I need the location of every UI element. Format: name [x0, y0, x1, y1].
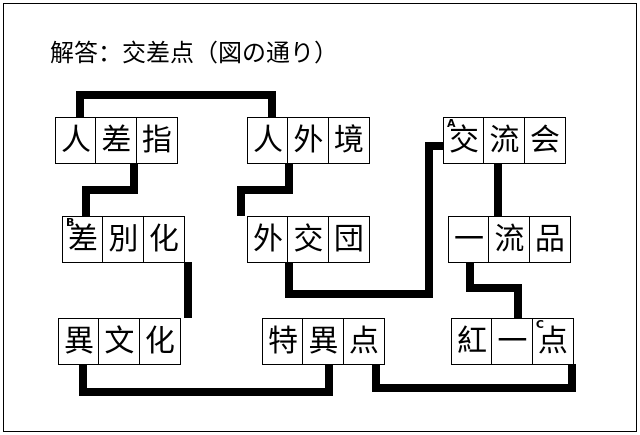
cell-superscript: C — [535, 318, 544, 331]
link-ryuu-ryuu-vertical — [494, 164, 502, 220]
cell-char: 品 — [534, 221, 565, 257]
cell-kouryuukai-3[interactable]: 会 — [523, 117, 566, 164]
cell-gaikoudan-1[interactable]: 外 — [247, 216, 289, 263]
cell-hitosashiyubi-3[interactable]: 指 — [135, 117, 178, 164]
cell-char: 差 — [68, 221, 98, 257]
link-hito-hito-stub-right — [268, 91, 276, 118]
word-kouryuukai[interactable]: A 交 流 会 — [443, 117, 566, 164]
link-sa-sa-rail — [82, 186, 138, 194]
cell-tokuiten-2[interactable]: 異 — [302, 318, 345, 365]
cell-kouitten-1[interactable]: 紅 — [451, 318, 493, 365]
link-ichi-ichi-rail — [466, 284, 522, 292]
cell-char: 外 — [293, 122, 324, 158]
cell-ibunka-3[interactable]: 化 — [138, 318, 181, 365]
cell-char: 人 — [61, 122, 91, 158]
word-kouitten[interactable]: 紅 一 C 点 — [451, 318, 574, 365]
link-kou-kou-stub-right — [425, 142, 453, 150]
cell-char: 紅 — [457, 323, 487, 359]
cell-hitosashiyubi-1[interactable]: 人 — [55, 117, 97, 164]
cell-char: 点 — [348, 323, 379, 359]
cell-jingaikyou-2[interactable]: 外 — [287, 117, 330, 164]
cell-sabetsuka-1[interactable]: B 差 — [62, 216, 104, 263]
link-kou-kou-riser — [425, 142, 433, 298]
cell-superscript: A — [447, 117, 456, 130]
cell-jingaikyou-1[interactable]: 人 — [247, 117, 289, 164]
link-hito-hito-stub-left — [76, 91, 84, 118]
cell-char: 流 — [494, 221, 525, 257]
cell-gaikoudan-3[interactable]: 団 — [327, 216, 370, 263]
page-border — [3, 3, 637, 432]
link-gai-gai-stub-top — [285, 164, 293, 194]
cell-gaikoudan-2[interactable]: 交 — [287, 216, 330, 263]
link-i-i-stub-left — [79, 364, 87, 396]
word-jingaikyou[interactable]: 人 外 境 — [247, 117, 370, 164]
cell-tokuiten-1[interactable]: 特 — [262, 318, 304, 365]
link-gai-gai-rail — [237, 186, 293, 194]
cell-char: 文 — [104, 323, 135, 359]
cell-ichiryuuhin-1[interactable]: 一 — [448, 216, 490, 263]
cell-char: 指 — [141, 122, 172, 158]
cell-kouitten-2[interactable]: 一 — [491, 318, 534, 365]
cell-char: 異 — [308, 323, 339, 359]
cell-ibunka-2[interactable]: 文 — [98, 318, 141, 365]
link-i-i-rail — [79, 388, 333, 396]
cell-char: 化 — [144, 323, 175, 359]
cell-char: 交 — [449, 122, 479, 158]
cell-char: 差 — [101, 122, 132, 158]
cell-char: 化 — [148, 221, 179, 257]
link-ichi-ichi-stub-bot — [514, 284, 522, 318]
cell-kouryuukai-2[interactable]: 流 — [483, 117, 526, 164]
word-ichiryuuhin[interactable]: 一 流 品 — [448, 216, 571, 263]
word-gaikoudan[interactable]: 外 交 団 — [247, 216, 370, 263]
cell-ichiryuuhin-2[interactable]: 流 — [488, 216, 531, 263]
cell-sabetsuka-3[interactable]: 化 — [142, 216, 185, 263]
page-title: 解答：交差点（図の通り） — [50, 39, 338, 67]
word-hitosashiyubi[interactable]: 人 差 指 — [55, 117, 178, 164]
cell-kouryuukai-1[interactable]: A 交 — [443, 117, 485, 164]
word-sabetsuka[interactable]: B 差 別 化 — [62, 216, 185, 263]
link-i-i-stub-right — [325, 364, 333, 396]
cell-char: 異 — [64, 323, 94, 359]
cell-char: 点 — [537, 323, 568, 359]
cell-kouitten-3[interactable]: C 点 — [531, 318, 574, 365]
cell-char: 交 — [293, 221, 324, 257]
cell-sabetsuka-2[interactable]: 別 — [102, 216, 145, 263]
link-kou-kou-rail — [285, 290, 433, 298]
cell-char: 特 — [268, 323, 298, 359]
cell-char: 団 — [333, 221, 364, 257]
cell-char: 境 — [333, 122, 364, 158]
word-tokuiten[interactable]: 特 異 点 — [262, 318, 385, 365]
cell-char: 外 — [253, 221, 283, 257]
cell-char: 流 — [489, 122, 520, 158]
link-kou-kou-stub-left — [285, 262, 293, 298]
link-ka-ka-vertical — [184, 262, 192, 318]
cell-ichiryuuhin-3[interactable]: 品 — [528, 216, 571, 263]
cell-ibunka-1[interactable]: 異 — [58, 318, 100, 365]
link-gai-gai-stub-bot — [237, 186, 245, 216]
cell-superscript: B — [66, 216, 75, 229]
link-sa-sa-stub-top — [130, 164, 138, 194]
link-ten-ten-rail — [372, 384, 576, 392]
link-ichi-ichi-stub-top — [466, 262, 474, 292]
link-sa-sa-stub-bot — [82, 186, 90, 216]
link-hito-hito-top-rail — [76, 91, 276, 99]
cell-char: 会 — [529, 122, 560, 158]
link-ten-ten-stub-right — [568, 364, 576, 392]
cell-char: 別 — [108, 221, 139, 257]
cell-tokuiten-3[interactable]: 点 — [342, 318, 385, 365]
cell-jingaikyou-3[interactable]: 境 — [327, 117, 370, 164]
cell-char: 一 — [497, 323, 528, 359]
link-ten-ten-stub-left — [372, 364, 380, 392]
word-ibunka[interactable]: 異 文 化 — [58, 318, 181, 365]
cell-hitosashiyubi-2[interactable]: 差 — [95, 117, 138, 164]
cell-char: 一 — [454, 221, 484, 257]
cell-char: 人 — [253, 122, 283, 158]
